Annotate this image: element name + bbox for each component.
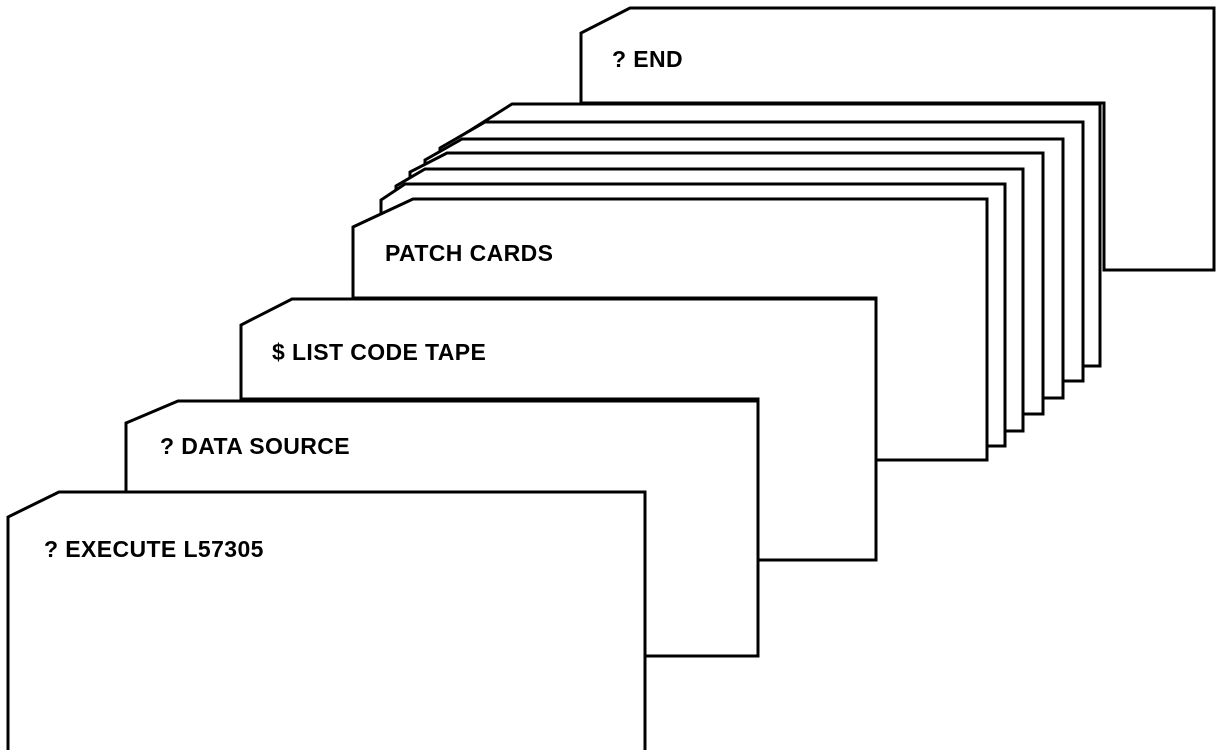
execute-card: ? EXECUTE L57305	[8, 492, 645, 750]
execute-card-label: ? EXECUTE L57305	[44, 536, 264, 562]
data-source-card-label: ? DATA SOURCE	[160, 433, 350, 459]
list-code-tape-card-label: $ LIST CODE TAPE	[272, 339, 486, 365]
execute-card-outline	[8, 492, 645, 750]
patch-cards-card-label: PATCH CARDS	[385, 240, 553, 266]
end-card-label: ? END	[612, 46, 683, 72]
